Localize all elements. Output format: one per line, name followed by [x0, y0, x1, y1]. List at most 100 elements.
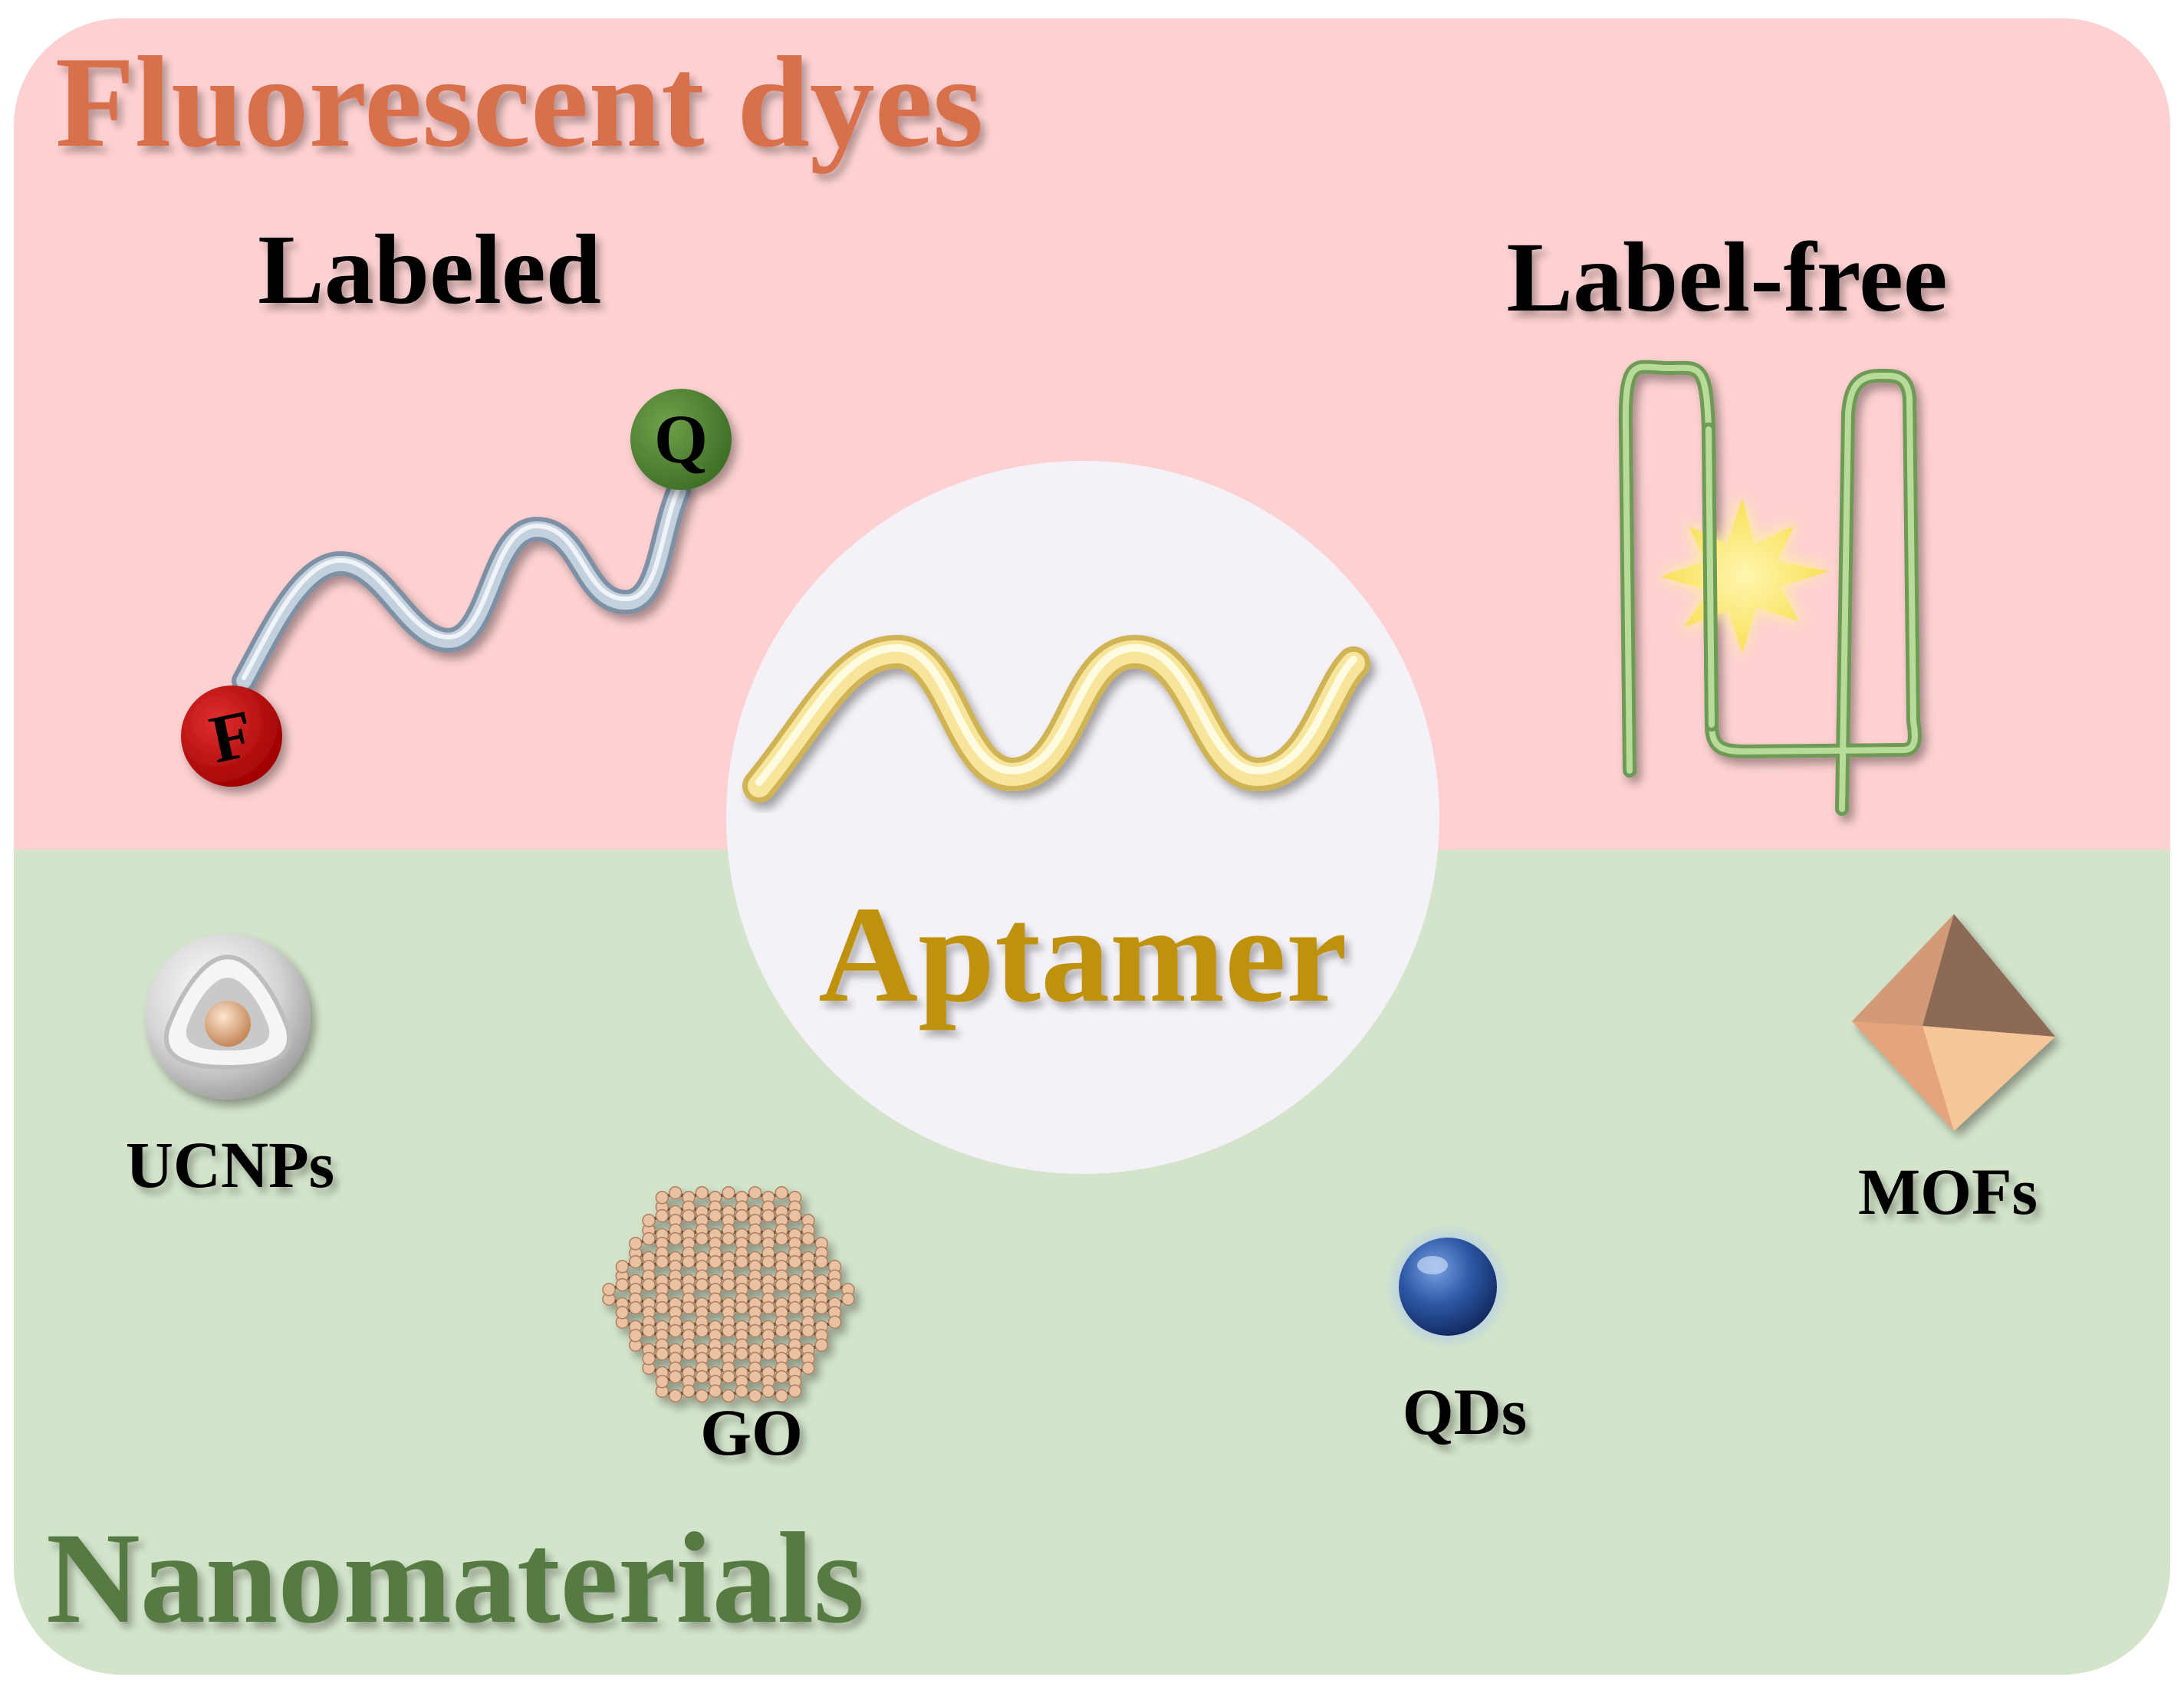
graphene-atom [722, 1389, 735, 1403]
graphene-atom [682, 1208, 696, 1223]
graphene-atom [788, 1384, 802, 1398]
center-circle [726, 461, 1439, 1174]
graphene-oxide-icon [602, 1185, 855, 1403]
graphene-atom [668, 1185, 682, 1200]
graphene-atom [695, 1185, 709, 1200]
graphene-atom [708, 1384, 722, 1398]
graphene-atom [629, 1329, 643, 1343]
graphene-atom [655, 1300, 669, 1315]
quencher-icon: Q [630, 389, 732, 490]
graphene-atom [708, 1300, 722, 1315]
graphene-atom [761, 1300, 775, 1315]
graphene-atom [801, 1323, 815, 1338]
ucnps-label: UCNPs [126, 1128, 334, 1202]
graphene-atom [722, 1185, 735, 1200]
graphene-atom [788, 1208, 802, 1223]
graphene-atom [748, 1231, 762, 1246]
graphene-atom [655, 1346, 669, 1361]
graphene-atom [722, 1277, 735, 1292]
graphene-atom [629, 1237, 643, 1251]
go-label: GO [700, 1396, 803, 1469]
graphene-atom [695, 1389, 709, 1403]
graphene-atom [668, 1323, 682, 1338]
fluorescence-star-icon [1655, 492, 1834, 659]
graphene-atom [695, 1231, 709, 1246]
graphene-atom [629, 1254, 643, 1269]
graphene-atom [668, 1389, 682, 1403]
graphene-atom [708, 1208, 722, 1223]
graphene-atom [761, 1254, 775, 1269]
graphene-atom [682, 1384, 696, 1398]
graphene-atom [655, 1375, 669, 1389]
graphene-atom [682, 1346, 696, 1361]
graphene-atom [642, 1352, 656, 1366]
quantum-dot-icon [1385, 1224, 1511, 1350]
graphene-atom [735, 1254, 749, 1269]
graphene-atom [642, 1231, 656, 1246]
graphene-atom [695, 1369, 709, 1384]
graphene-atom [682, 1254, 696, 1269]
graphene-atom [615, 1306, 630, 1320]
g-quadruplex-icon [1618, 360, 1922, 816]
mofs-label: MOFs [1858, 1155, 2038, 1228]
graphene-atom [602, 1283, 616, 1297]
graphene-atom [748, 1323, 762, 1338]
mof-octahedron-icon [1852, 914, 2055, 1131]
aptamer-label: Aptamer [818, 878, 1347, 1031]
fluorophore-icon: F [181, 686, 282, 787]
graphene-atom [801, 1277, 815, 1292]
graphene-atom [629, 1300, 643, 1315]
graphene-atom [735, 1300, 749, 1315]
graphene-atom [668, 1231, 682, 1246]
fluorescent-dyes-title: Fluorescent dyes [55, 30, 983, 174]
graphene-atom [748, 1185, 762, 1200]
quencher-label: Q [654, 402, 708, 478]
graphene-atom [788, 1300, 802, 1315]
graphene-atom [642, 1214, 656, 1228]
graphene-atom [682, 1300, 696, 1315]
graphene-atom [722, 1369, 735, 1384]
graphene-atom [748, 1389, 762, 1403]
graphene-atom [735, 1384, 749, 1398]
graphene-atom [761, 1208, 775, 1223]
nanomaterials-title: Nanomaterials [46, 1506, 864, 1650]
graphene-atom [695, 1323, 709, 1338]
graphene-atom [761, 1346, 775, 1361]
graphene-atom [814, 1338, 828, 1352]
graphene-atom [735, 1208, 749, 1223]
label-free-label: Label-free [1506, 222, 1947, 333]
graphene-atom [748, 1277, 762, 1292]
graphene-atom [841, 1292, 855, 1306]
graphene-atom [642, 1277, 656, 1292]
graphene-atom [748, 1369, 762, 1384]
graphene-atom [615, 1277, 630, 1292]
graphene-atom [761, 1384, 775, 1398]
ucnps-icon [145, 934, 311, 1100]
graphene-atom [695, 1277, 709, 1292]
labeled-label: Labeled [258, 215, 601, 325]
graphene-atom [814, 1254, 828, 1269]
graphene-atom [827, 1277, 842, 1292]
graphene-atom [735, 1346, 749, 1361]
graphene-atom [775, 1369, 789, 1384]
graphene-atom [814, 1300, 828, 1315]
graphene-atom [775, 1323, 789, 1338]
graphene-atom [788, 1346, 802, 1361]
graphene-atom [655, 1208, 669, 1223]
graphene-atom [801, 1231, 815, 1246]
graphene-atom [708, 1254, 722, 1269]
graphene-atom [722, 1323, 735, 1338]
graphene-atom [655, 1191, 669, 1205]
graphene-atom [642, 1323, 656, 1338]
graphene-atom [655, 1254, 669, 1269]
graphene-atom [668, 1277, 682, 1292]
graphene-atom [775, 1277, 789, 1292]
graphene-atom [801, 1361, 815, 1375]
qds-label: QDs [1403, 1375, 1527, 1448]
graphene-atom [722, 1231, 735, 1246]
graphene-atom [775, 1389, 789, 1403]
graphene-atom [775, 1231, 789, 1246]
graphene-atom [788, 1254, 802, 1269]
graphene-atom [708, 1346, 722, 1361]
